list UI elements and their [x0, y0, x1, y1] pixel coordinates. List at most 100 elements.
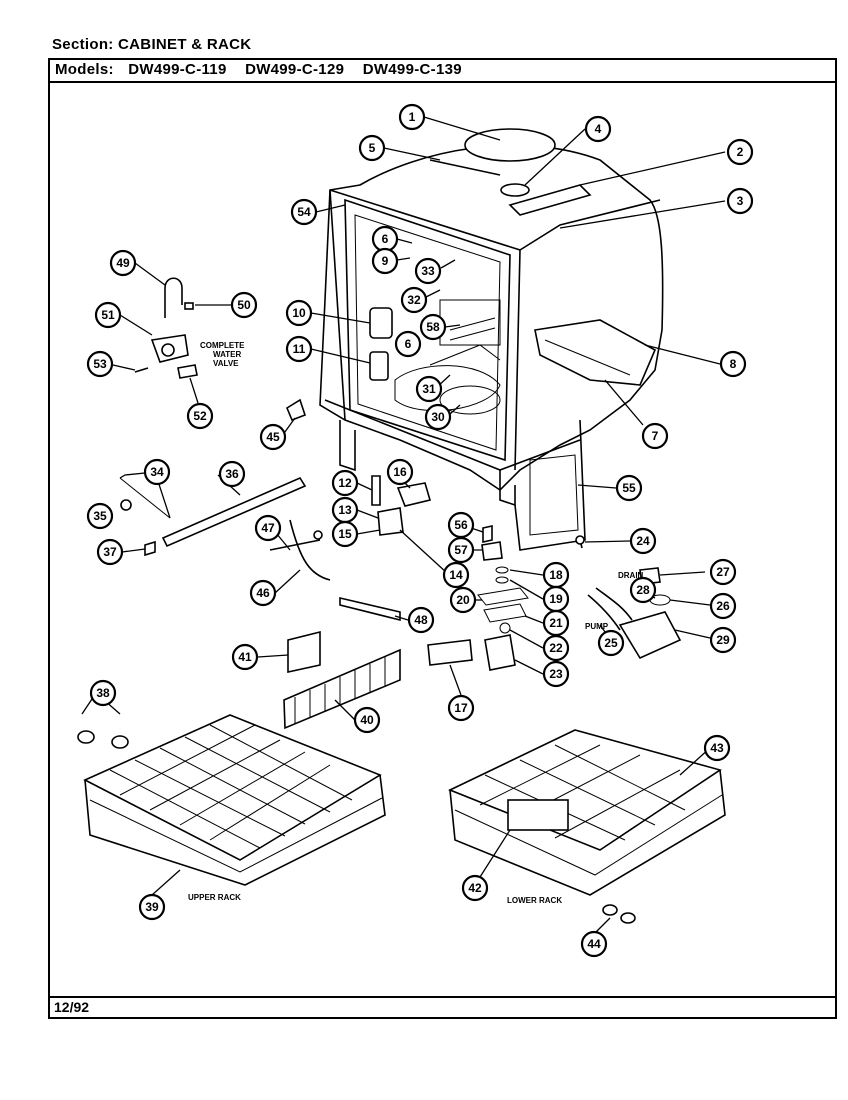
- svg-text:27: 27: [716, 565, 730, 579]
- svg-text:42: 42: [468, 881, 482, 895]
- callout-7: 7: [641, 422, 669, 450]
- svg-text:19: 19: [549, 592, 563, 606]
- svg-text:8: 8: [730, 357, 737, 371]
- svg-text:14: 14: [449, 568, 463, 582]
- svg-text:23: 23: [549, 667, 563, 681]
- models-divider: [48, 81, 837, 83]
- callout-21: 21: [542, 609, 570, 637]
- callout-24: 24: [629, 527, 657, 555]
- callout-46: 46: [249, 579, 277, 607]
- callout-5: 5: [358, 134, 386, 162]
- callout-32: 32: [400, 286, 428, 314]
- callout-2: 2: [726, 138, 754, 166]
- svg-text:17: 17: [454, 701, 468, 715]
- callout-51: 51: [94, 301, 122, 329]
- svg-text:29: 29: [716, 633, 730, 647]
- callout-26: 26: [709, 592, 737, 620]
- svg-text:6: 6: [405, 337, 412, 351]
- section-value: CABINET & RACK: [118, 36, 252, 53]
- callout-39: 39: [138, 893, 166, 921]
- models-label: Models:: [55, 61, 114, 78]
- callout-49: 49: [109, 249, 137, 277]
- svg-text:36: 36: [225, 467, 239, 481]
- callout-9: 9: [371, 247, 399, 275]
- svg-text:53: 53: [93, 357, 107, 371]
- section-label: Section:: [52, 36, 114, 53]
- svg-text:34: 34: [150, 465, 164, 479]
- svg-text:25: 25: [604, 636, 618, 650]
- svg-text:49: 49: [116, 256, 130, 270]
- svg-text:16: 16: [393, 465, 407, 479]
- lower-rack-label: LOWER RACK: [507, 896, 562, 905]
- callout-10: 10: [285, 299, 313, 327]
- models-header: Models: DW499-C-119 DW499-C-129 DW499-C-…: [55, 61, 462, 78]
- svg-text:38: 38: [96, 686, 110, 700]
- svg-text:56: 56: [454, 518, 468, 532]
- footer-divider: [48, 996, 837, 998]
- callout-12: 12: [331, 469, 359, 497]
- model-2: DW499-C-129: [245, 61, 345, 78]
- callout-42: 42: [461, 874, 489, 902]
- svg-text:26: 26: [716, 599, 730, 613]
- svg-text:2: 2: [737, 145, 744, 159]
- callout-29: 29: [709, 626, 737, 654]
- svg-text:43: 43: [710, 741, 724, 755]
- svg-text:28: 28: [636, 583, 650, 597]
- svg-text:47: 47: [261, 521, 275, 535]
- svg-text:32: 32: [407, 293, 421, 307]
- svg-text:54: 54: [297, 205, 311, 219]
- svg-text:51: 51: [101, 308, 115, 322]
- callout-28: 28: [629, 576, 657, 604]
- callout-22: 22: [542, 634, 570, 662]
- callout-40: 40: [353, 706, 381, 734]
- svg-text:57: 57: [454, 543, 468, 557]
- callout-36: 36: [218, 460, 246, 488]
- model-3: DW499-C-139: [362, 61, 462, 78]
- svg-text:30: 30: [431, 410, 445, 424]
- callout-17: 17: [447, 694, 475, 722]
- callout-20: 20: [449, 586, 477, 614]
- pump-label: PUMP: [585, 622, 609, 631]
- callout-15: 15: [331, 520, 359, 548]
- svg-text:21: 21: [549, 616, 563, 630]
- callout-58: 58: [419, 313, 447, 341]
- callout-41: 41: [231, 643, 259, 671]
- callout-45: 45: [259, 423, 287, 451]
- svg-text:18: 18: [549, 568, 563, 582]
- svg-text:45: 45: [266, 430, 280, 444]
- diagram-frame: [48, 58, 837, 1019]
- svg-text:41: 41: [238, 650, 252, 664]
- callout-30: 30: [424, 403, 452, 431]
- callout-6: 6: [371, 225, 399, 253]
- svg-text:6: 6: [382, 232, 389, 246]
- water-valve-assembly: [134, 277, 198, 379]
- svg-text:48: 48: [414, 613, 428, 627]
- callout-54: 54: [290, 198, 318, 226]
- svg-text:40: 40: [360, 713, 374, 727]
- callout-25: 25: [597, 629, 625, 657]
- valve-label-2: WATER: [213, 350, 242, 359]
- lower-rack: [448, 729, 726, 924]
- svg-text:15: 15: [338, 527, 352, 541]
- svg-text:52: 52: [193, 409, 207, 423]
- revision-date: 12/92: [54, 999, 90, 1015]
- misc-parts: [119, 307, 682, 673]
- callout-52: 52: [186, 402, 214, 430]
- callout-3: 3: [726, 187, 754, 215]
- svg-text:20: 20: [456, 593, 470, 607]
- callout-37: 37: [96, 538, 124, 566]
- callout-16: 16: [386, 458, 414, 486]
- svg-text:24: 24: [636, 534, 650, 548]
- callout-31: 31: [415, 375, 443, 403]
- callout-47: 47: [254, 514, 282, 542]
- callout-18: 18: [542, 561, 570, 589]
- svg-text:39: 39: [145, 900, 159, 914]
- upper-rack-label: UPPER RACK: [188, 893, 241, 902]
- svg-text:58: 58: [426, 320, 440, 334]
- svg-text:55: 55: [622, 481, 636, 495]
- valve-label-3: VALVE: [213, 359, 239, 368]
- callout-27: 27: [709, 558, 737, 586]
- callout-50: 50: [230, 291, 258, 319]
- model-1: DW499-C-119: [128, 61, 227, 78]
